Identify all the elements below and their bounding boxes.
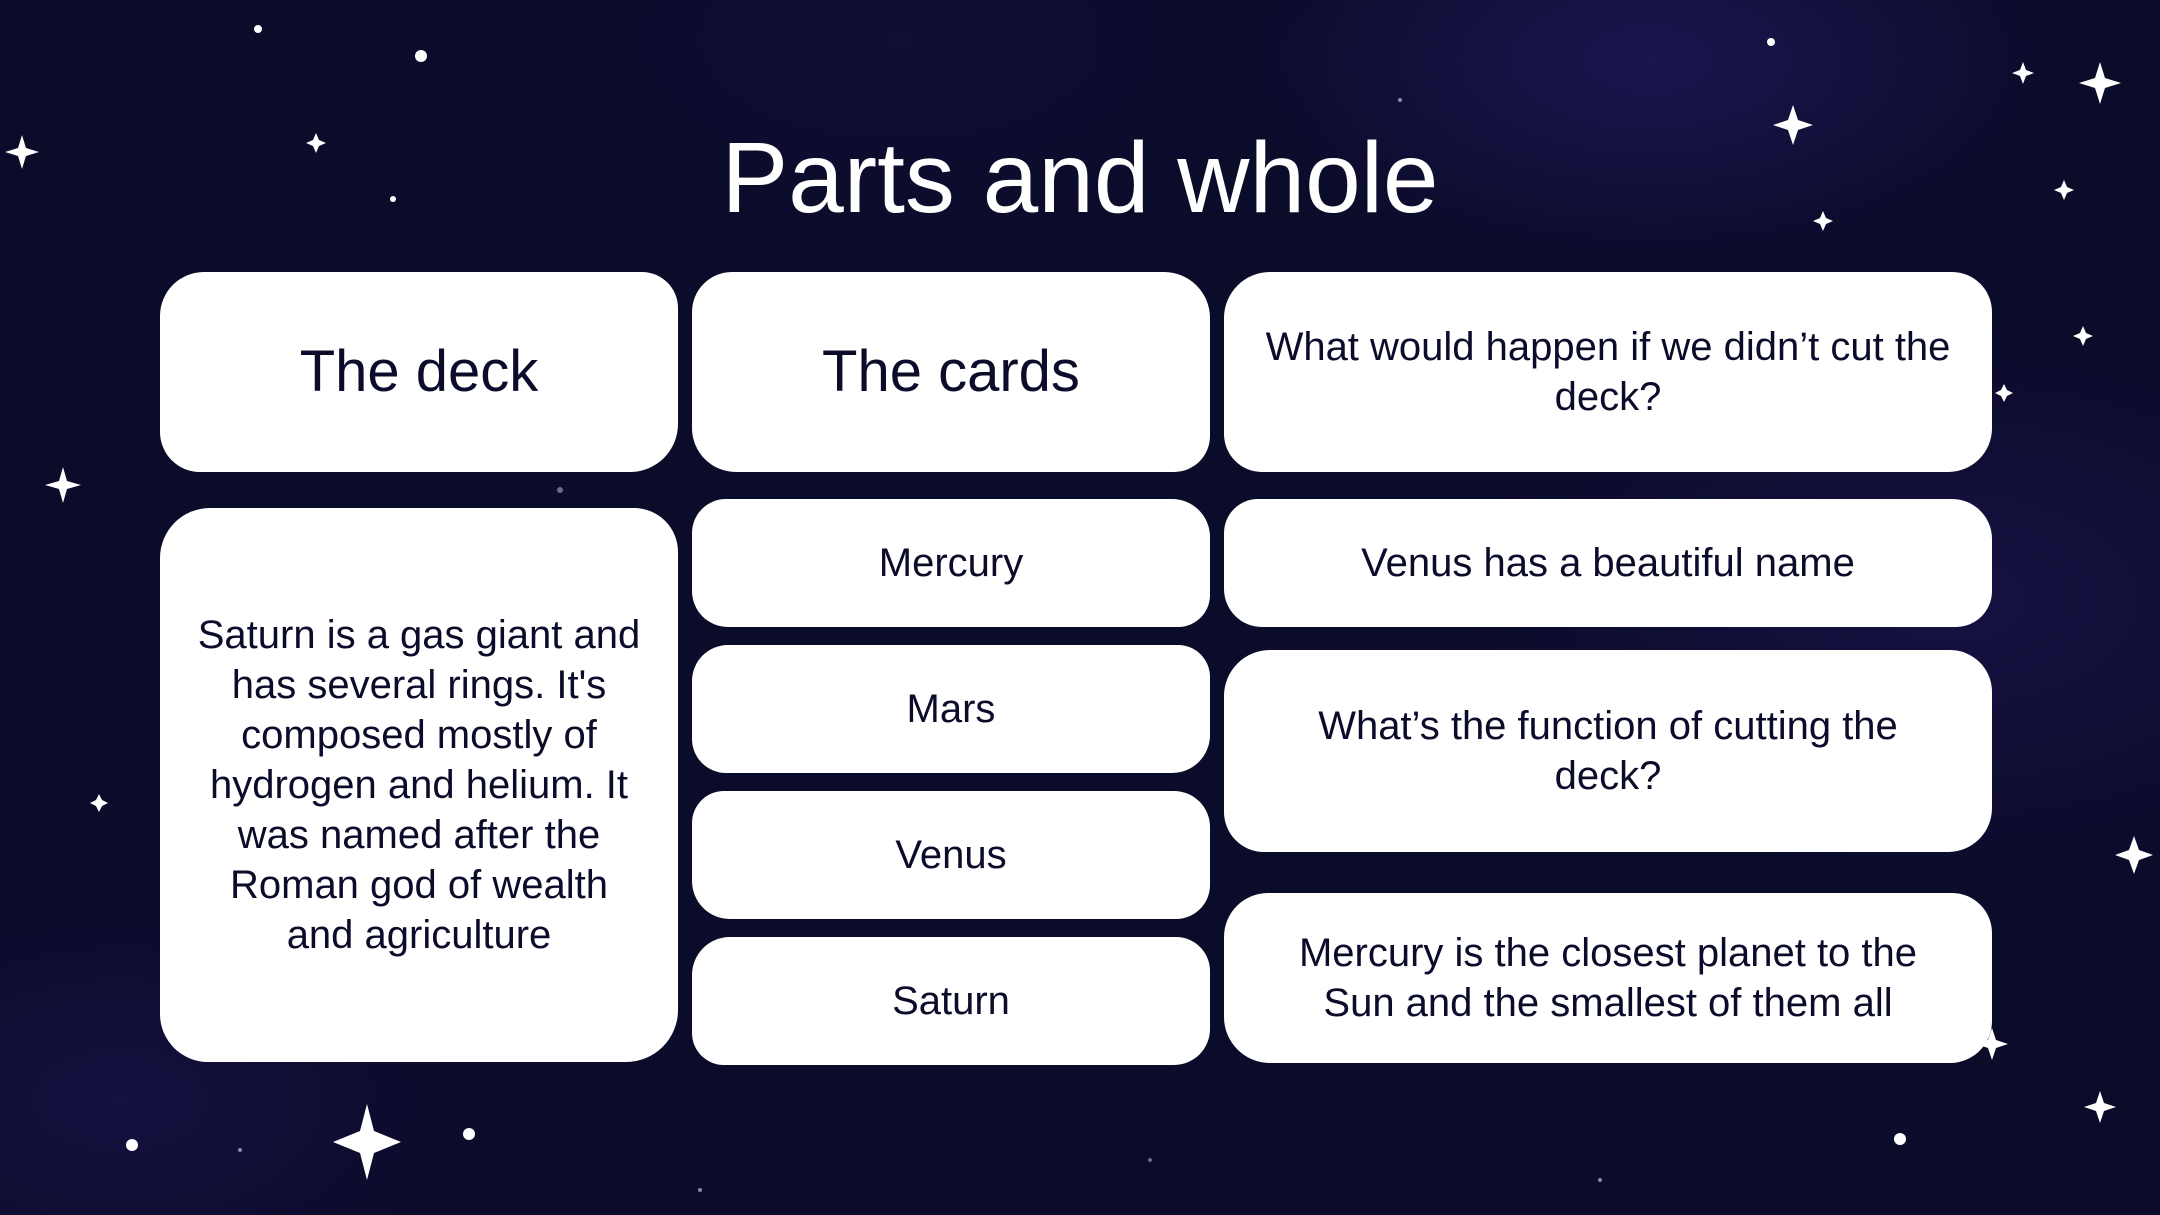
sparkle-star-icon (2079, 62, 2121, 104)
sparkle-star-icon (1773, 105, 1813, 145)
slide-title: Parts and whole (0, 118, 2160, 238)
dot-star-icon (463, 1128, 475, 1140)
note-card: What’s the function of cutting the deck? (1224, 650, 1992, 852)
card-item: Mercury (692, 499, 1210, 627)
sparkle-star-icon (45, 467, 81, 503)
sparkle-star-icon (2012, 62, 2034, 84)
dot-star-icon (254, 25, 262, 33)
sparkle-star-icon (1995, 384, 2013, 402)
deck-header-label: The deck (299, 339, 539, 404)
sparkle-star-icon (306, 133, 326, 153)
sparkle-star-icon (90, 794, 108, 812)
card-item: Venus (692, 791, 1210, 919)
dot-star-icon (1894, 1133, 1906, 1145)
note-card: Mercury is the closest planet to the Sun… (1224, 893, 1992, 1063)
note-card: Venus has a beautiful name (1224, 499, 1992, 627)
sparkle-star-icon (333, 1104, 401, 1180)
card-item-label: Mars (906, 687, 996, 731)
card-item-label: Saturn (892, 979, 1010, 1023)
card-item: Saturn (692, 937, 1210, 1065)
sparkle-star-icon (5, 135, 39, 169)
dot-star-icon (390, 196, 396, 202)
dot-star-icon (126, 1139, 138, 1151)
deck-header-card: The deck (160, 272, 678, 472)
sparkle-star-icon (1976, 1028, 2008, 1060)
dot-star-icon (415, 50, 427, 62)
card-item-label: Venus (895, 833, 1007, 877)
sparkle-star-icon (2115, 836, 2153, 874)
sparkle-star-icon (2054, 180, 2074, 200)
cards-header-label: The cards (822, 339, 1080, 404)
deck-description-card: Saturn is a gas giant and has several ri… (160, 508, 678, 1062)
note-text: Venus has a beautiful name (1361, 541, 1855, 585)
sparkle-star-icon (2084, 1091, 2116, 1123)
question-header-text: What would happen if we didn’t cut the d… (1265, 325, 1951, 419)
card-item-label: Mercury (878, 541, 1024, 585)
note-text: Mercury is the closest planet to the Sun… (1298, 931, 1918, 1025)
question-header-card: What would happen if we didn’t cut the d… (1224, 272, 1992, 472)
cards-header-card: The cards (692, 272, 1210, 472)
deck-description-text: Saturn is a gas giant and has several ri… (197, 613, 641, 957)
note-text: What’s the function of cutting the deck? (1318, 704, 1898, 798)
sparkle-star-icon (1813, 211, 1833, 231)
sparkle-star-icon (2073, 326, 2093, 346)
dot-star-icon (1767, 38, 1775, 46)
slide-title-text: Parts and whole (721, 122, 1439, 234)
card-item: Mars (692, 645, 1210, 773)
